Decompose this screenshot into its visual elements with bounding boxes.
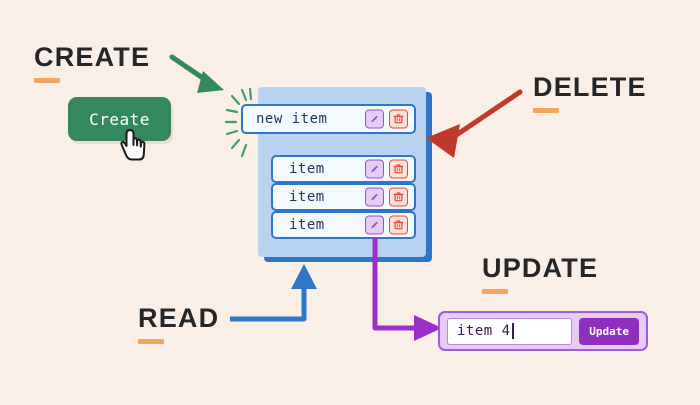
trash-icon[interactable]: [389, 187, 408, 207]
row-actions: [365, 215, 408, 235]
delete-heading-underline: [533, 108, 559, 113]
update-heading-underline: [482, 289, 508, 294]
delete-arrow: [426, 89, 523, 158]
read-heading-underline: [138, 339, 164, 344]
read-heading: READ: [138, 303, 220, 333]
new-item-row[interactable]: new item: [241, 104, 416, 134]
item-label: item: [289, 217, 325, 233]
pointing-hand-cursor: [120, 129, 146, 161]
trash-icon[interactable]: [389, 159, 408, 179]
table-row[interactable]: item: [271, 155, 416, 183]
new-item-actions: [365, 109, 408, 129]
item-label: item: [289, 189, 325, 205]
read-arrow: [230, 264, 317, 322]
table-row[interactable]: item: [271, 211, 416, 239]
table-row[interactable]: item: [271, 183, 416, 211]
pencil-icon[interactable]: [365, 215, 384, 235]
item-label: item: [289, 161, 325, 177]
trash-icon[interactable]: [389, 109, 408, 129]
row-actions: [365, 187, 408, 207]
pencil-icon[interactable]: [365, 187, 384, 207]
pencil-icon[interactable]: [365, 109, 384, 129]
create-button[interactable]: Create: [68, 97, 171, 141]
update-input-value: item 4: [457, 323, 511, 339]
update-arrow: [372, 238, 442, 341]
row-actions: [365, 159, 408, 179]
update-input[interactable]: item 4: [447, 317, 573, 345]
create-heading: CREATE: [34, 42, 151, 72]
update-card: item 4 Update: [438, 311, 648, 351]
create-heading-underline: [34, 78, 60, 83]
create-button-label: Create: [89, 109, 150, 129]
update-heading: UPDATE: [482, 253, 599, 283]
sparkle-burst-icon: [224, 87, 253, 158]
create-arrow: [169, 54, 224, 93]
update-button[interactable]: Update: [579, 317, 639, 345]
delete-heading: DELETE: [533, 72, 647, 102]
pencil-icon[interactable]: [365, 159, 384, 179]
new-item-label: new item: [256, 111, 328, 127]
text-caret: [511, 323, 514, 339]
update-button-label: Update: [589, 324, 629, 338]
trash-icon[interactable]: [389, 215, 408, 235]
